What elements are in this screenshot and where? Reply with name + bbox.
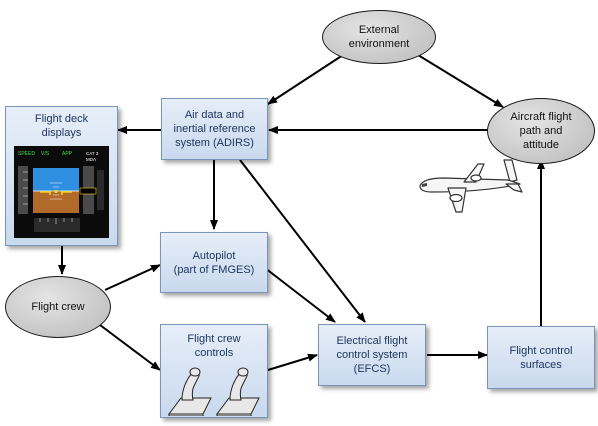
node-label-line: control system: [336, 349, 408, 361]
fma-speed: SPEED: [18, 151, 35, 157]
node-label-line: Aircraft flight: [510, 111, 572, 123]
node-label-line: Air data and: [184, 109, 245, 121]
pfd-mda-label: MDA: [86, 157, 96, 162]
node-label-line: attitude: [522, 139, 560, 151]
fma-app: APP: [62, 151, 73, 157]
attitude-ground: [33, 191, 79, 213]
autopilot-node: Autopilot (part of FMGES): [160, 232, 268, 293]
node-label-line: system (ADIRS): [175, 137, 254, 149]
edge-crew-to-autopilot: [104, 264, 161, 291]
edge-controls-to-efcs: [267, 353, 318, 371]
node-label-line: External: [358, 24, 400, 36]
flight-control-surfaces-node: Flight control surfaces: [487, 326, 595, 389]
node-label-line: Autopilot: [192, 249, 236, 262]
node-label-line: Electrical flight: [336, 335, 408, 347]
flight-deck-displays-node: Flight deck displays SPEED V/S APP CAT 3…: [5, 106, 118, 246]
pfd-cat-label: CAT 3: [86, 151, 99, 156]
node-label-line: displays: [41, 127, 82, 139]
displays-title: Flight deck displays: [35, 112, 88, 140]
edge-external-to-aircraft-path: [417, 54, 504, 108]
node-label-line: (part of FMGES): [173, 263, 255, 276]
primary-flight-display: SPEED V/S APP CAT 3 MDA: [14, 146, 109, 238]
node-label-line: inertial reference: [173, 123, 256, 135]
sidestick-icon: [168, 367, 260, 416]
aircraft-flight-path-node: Aircraft flight path and attitude: [487, 98, 595, 164]
heading-scale: [34, 218, 80, 232]
attitude-sky: [33, 168, 79, 191]
efcs-node: Electrical flight control system (EFCS): [318, 324, 426, 386]
fma-vs: V/S: [41, 151, 50, 157]
flight-crew-controls-node: Flight crew controls: [160, 324, 268, 418]
edge-external-to-adirs: [267, 54, 344, 105]
vertical-speed-scale: [97, 170, 104, 210]
node-label-line: path and: [519, 125, 563, 137]
node-label-line: Flight crew: [187, 333, 241, 345]
flight-crew-node: Flight crew: [5, 276, 111, 338]
edge-adirs-to-efcs: [239, 159, 366, 323]
node-label-line: Flight crew: [31, 301, 85, 313]
node-label-line: controls: [194, 347, 234, 359]
external-environment-node: External environment: [322, 10, 436, 64]
node-label-line: Flight control: [509, 344, 573, 357]
edge-crew-to-controls: [99, 324, 161, 371]
airplane-icon: [419, 159, 523, 213]
edge-autopilot-to-efcs: [264, 267, 336, 323]
node-label-line: environment: [348, 38, 410, 50]
speed-tape: [18, 166, 28, 214]
controls-title: Flight crew controls: [187, 332, 240, 360]
adirs-node: Air data and inertial reference system (…: [161, 98, 268, 160]
node-label-line: Flight deck: [34, 113, 89, 125]
node-label-line: surfaces: [520, 358, 562, 371]
node-label-line: (EFCS): [353, 363, 391, 375]
